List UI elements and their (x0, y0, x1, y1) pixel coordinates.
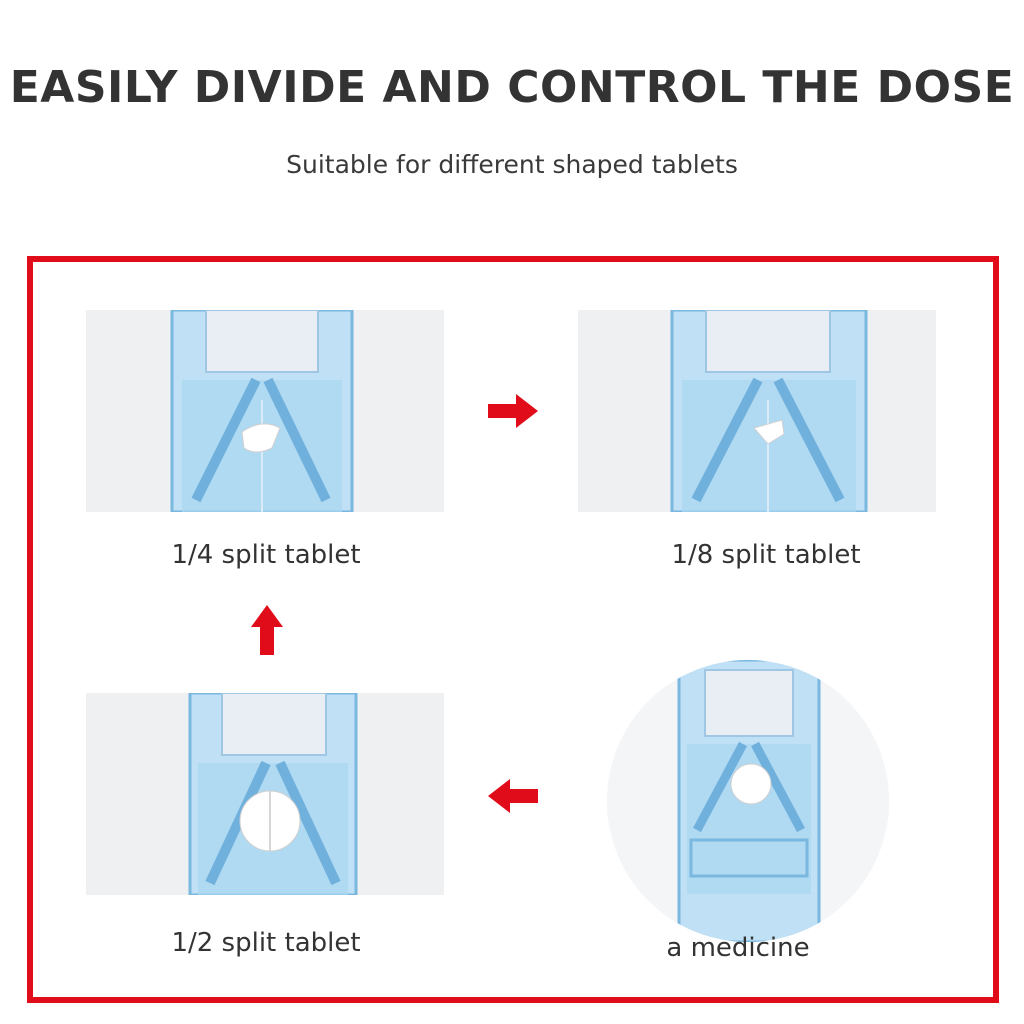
half-tablet-photo (86, 693, 444, 895)
whole-tablet-photo (607, 660, 889, 942)
quarter-tablet-photo (86, 310, 444, 512)
step-label: 1/8 split tablet (671, 540, 861, 570)
page-subtitle: Suitable for different shaped tablets (286, 150, 738, 179)
steps-frame (27, 256, 999, 1003)
pill-splitter-image (86, 693, 444, 895)
arrow-up-icon (251, 605, 283, 655)
step-label: 1/4 split tablet (171, 540, 361, 570)
arrow-left-icon (488, 779, 538, 813)
step-label: 1/2 split tablet (171, 928, 361, 958)
pill-splitter-image (86, 310, 444, 512)
arrow-right-icon (488, 394, 538, 428)
page-title: EASILY DIVIDE AND CONTROL THE DOSE (9, 62, 1015, 113)
eighth-tablet-photo (578, 310, 936, 512)
pill-splitter-image (578, 310, 936, 512)
step-label: a medicine (666, 933, 810, 963)
pill-splitter-image (607, 660, 889, 942)
